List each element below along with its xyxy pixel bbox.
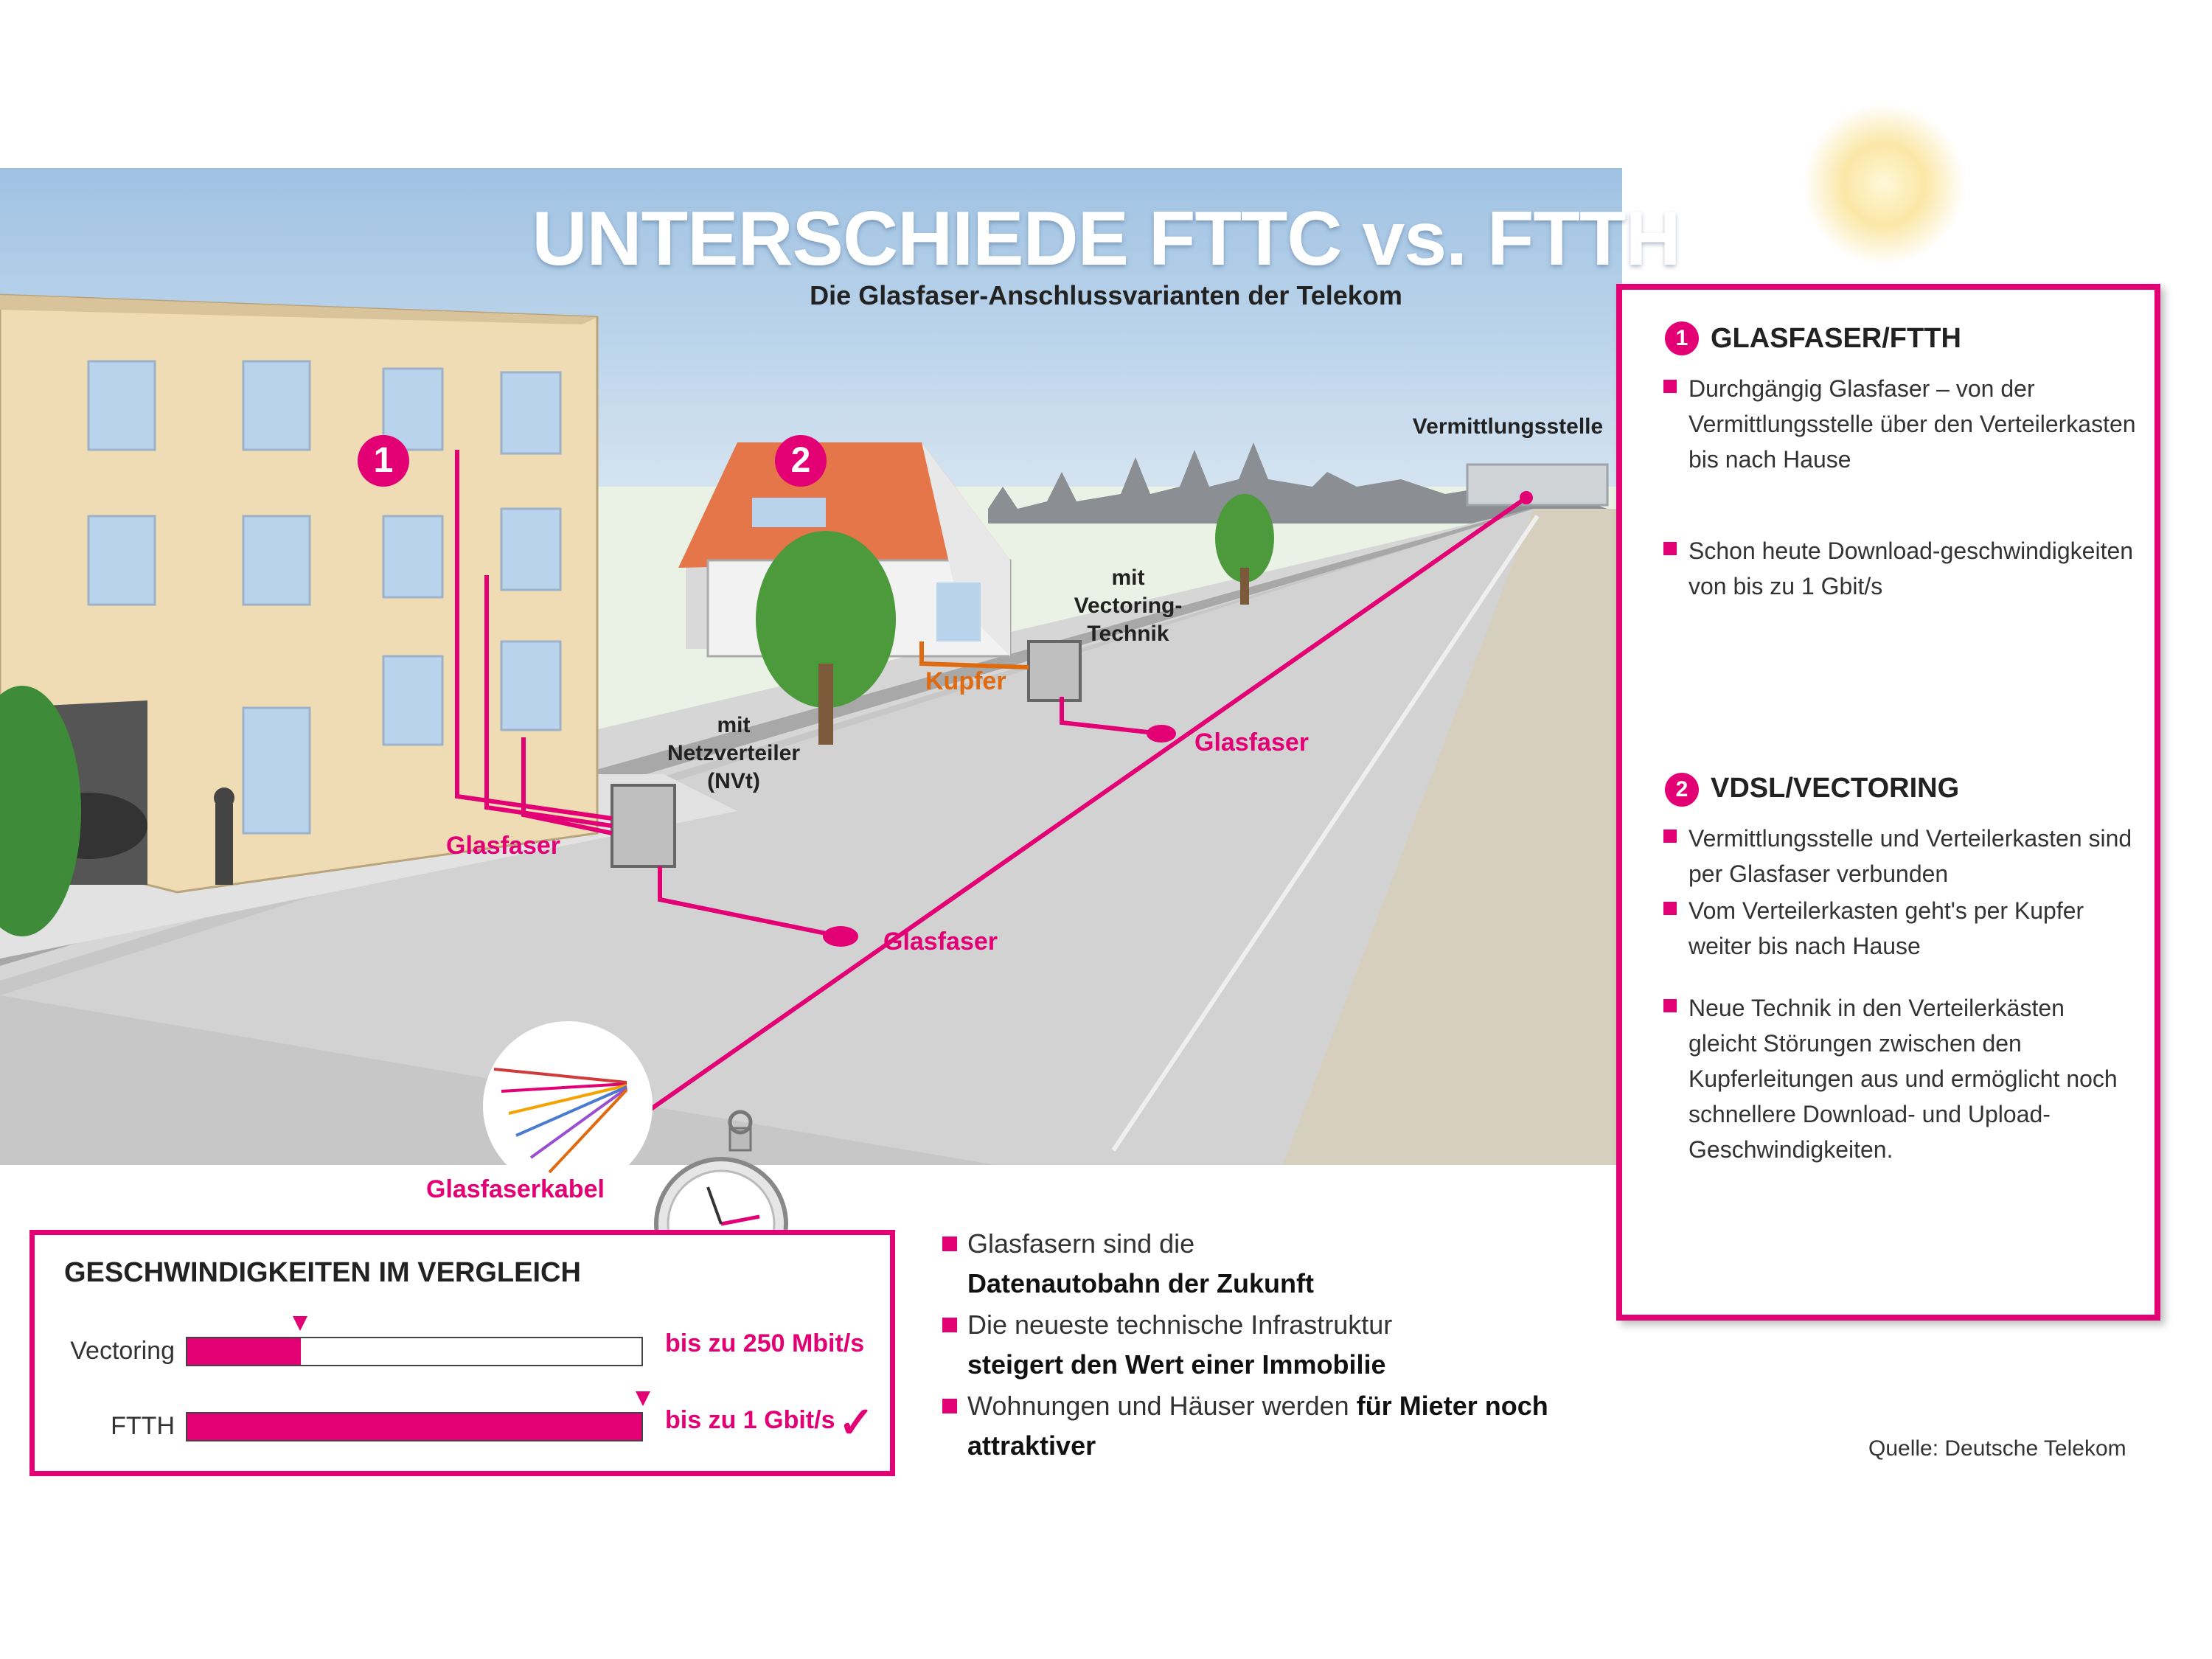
skyline bbox=[988, 442, 1607, 524]
bullet-bold: Datenautobahn der Zukunft bbox=[967, 1268, 1314, 1298]
section-2-number: 2 bbox=[1665, 773, 1699, 807]
bullet-text: Die neueste technische Infrastruktur bbox=[967, 1310, 1393, 1340]
info-panel: 1 GLASFASER/FTTH Durchgängig Glasfaser –… bbox=[1616, 284, 2160, 1321]
netzverteiler-cabinet bbox=[611, 784, 676, 868]
tree-small bbox=[1215, 494, 1274, 582]
speed-marker bbox=[636, 1391, 650, 1406]
section-2-bullet: Vermittlungsstelle und Verteilerkasten s… bbox=[1663, 821, 2138, 891]
bullet-bold: für Mieter noch attraktiver bbox=[967, 1391, 1548, 1461]
page-subtitle: Die Glasfaser-Anschlussvarianten der Tel… bbox=[810, 280, 1402, 310]
speed-value: bis zu 250 Mbit/s bbox=[665, 1329, 865, 1357]
label-glasfaser-mid: Glasfaser bbox=[883, 928, 998, 956]
bottom-bullet: Glasfasern sind die Datenautobahn der Zu… bbox=[942, 1224, 1579, 1304]
section-2-bullet: Neue Technik in den Verteilerkästen glei… bbox=[1663, 990, 2138, 1167]
section-1-bullet: Durchgängig Glasfaser – von der Vermittl… bbox=[1663, 371, 2138, 477]
speed-row-label: Vectoring bbox=[70, 1337, 175, 1365]
label-glasfaser-left: Glasfaser bbox=[446, 832, 560, 860]
section-1-title: GLASFASER/FTTH bbox=[1711, 323, 1961, 354]
tree-house bbox=[756, 531, 896, 708]
marker-1: 1 bbox=[358, 435, 409, 487]
fiber-lines bbox=[455, 450, 1528, 1123]
speed-value: bis zu 1 Gbit/s bbox=[665, 1406, 835, 1434]
check-icon: ✓ bbox=[838, 1399, 874, 1447]
bullet-bold: steigert den Wert einer Immobilie bbox=[967, 1349, 1386, 1380]
speed-bar-fill bbox=[187, 1338, 301, 1365]
bottom-bullet: Wohnungen und Häuser werden für Mieter n… bbox=[942, 1386, 1579, 1466]
label-mit-vectoring: mit Vectoring-Technik bbox=[1074, 566, 1183, 646]
page-title: UNTERSCHIEDE FTTC vs. FTTH bbox=[532, 196, 1680, 282]
house-roof bbox=[678, 442, 1010, 568]
speed-bar-fill bbox=[187, 1413, 641, 1440]
label-vermittlungsstelle: Vermittlungsstelle bbox=[1412, 414, 1604, 439]
bullet-text: Wohnungen und Häuser werden bbox=[967, 1391, 1357, 1421]
section-2-title: VDSL/VECTORING bbox=[1711, 773, 1960, 804]
bottom-bullet: Die neueste technische Infrastruktur ste… bbox=[942, 1305, 1579, 1385]
speed-comparison-box: GESCHWINDIGKEITEN IM VERGLEICH Vectoring… bbox=[29, 1230, 895, 1476]
section-2-bullet: Vom Verteilerkasten geht's per Kupfer we… bbox=[1663, 893, 2138, 964]
label-glasfaserkabel: Glasfaserkabel bbox=[426, 1175, 605, 1203]
person bbox=[215, 804, 233, 885]
speed-marker bbox=[293, 1316, 307, 1331]
fiber-cable bbox=[483, 1021, 653, 1191]
vectoring-cabinet bbox=[1027, 640, 1082, 702]
source-credit: Quelle: Deutsche Telekom bbox=[1868, 1436, 2126, 1461]
section-1-number: 1 bbox=[1665, 321, 1699, 355]
speed-bar-vectoring bbox=[186, 1337, 643, 1366]
copper-line bbox=[919, 641, 1029, 669]
speed-row-label: FTTH bbox=[111, 1412, 175, 1440]
marker-2: 2 bbox=[775, 435, 827, 487]
label-glasfaser-top: Glasfaser bbox=[1194, 728, 1309, 757]
tree-left bbox=[0, 686, 81, 936]
speed-bar-ftth bbox=[186, 1412, 643, 1441]
speed-title: GESCHWINDIGKEITEN IM VERGLEICH bbox=[64, 1257, 581, 1288]
side-strip bbox=[1283, 509, 1622, 1165]
label-mit-netzverteiler: mit Netzverteiler (NVt) bbox=[667, 713, 801, 793]
label-kupfer: Kupfer bbox=[925, 667, 1006, 695]
bullet-text: Glasfasern sind die bbox=[967, 1228, 1195, 1259]
exchange-building bbox=[1466, 463, 1609, 507]
sun bbox=[1803, 103, 1965, 265]
section-1-bullet: Schon heute Download-geschwindigkeiten v… bbox=[1663, 533, 2138, 604]
